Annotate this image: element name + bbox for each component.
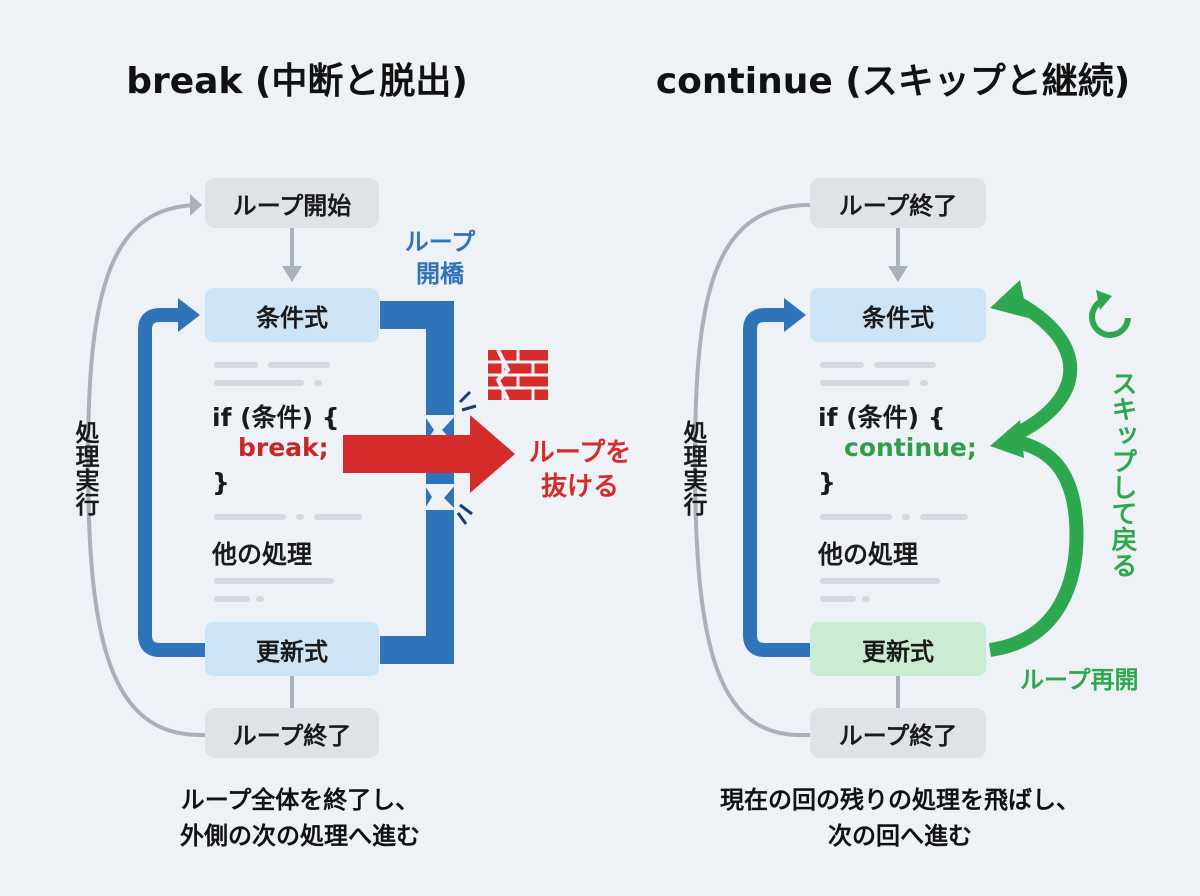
brick-wall-icon bbox=[488, 349, 548, 401]
right-code-if: if (条件) { bbox=[818, 403, 946, 432]
left-bridge-label: ループ 開橋 bbox=[404, 228, 476, 288]
left-loop-end: ループ終了 bbox=[205, 708, 379, 758]
right-side-label: 処理実行 bbox=[679, 420, 707, 516]
left-exit-label: ループを 抜ける bbox=[528, 438, 632, 502]
right-condition-box: 条件式 bbox=[810, 288, 986, 342]
left-condition-box: 条件式 bbox=[205, 288, 379, 342]
right-skip-arrow-lower bbox=[988, 435, 1084, 657]
left-code-close: } bbox=[212, 468, 230, 497]
right-resume-label: ループ再開 bbox=[1020, 666, 1139, 694]
left-inner-loop-arrow bbox=[138, 308, 205, 657]
right-code-continue: continue; bbox=[844, 433, 977, 462]
left-outer-loop-arrowhead bbox=[190, 194, 202, 216]
left-side-label: 処理実行 bbox=[71, 420, 99, 516]
right-caption: 現在の回の残りの処理を飛ばし、 次の回へ進む bbox=[720, 782, 1080, 854]
left-outer-loop-arrow bbox=[85, 203, 290, 737]
right-update-box: 更新式 bbox=[810, 622, 986, 676]
right-loop-end: ループ終了 bbox=[810, 708, 986, 758]
left-title: break (中断と脱出) bbox=[126, 61, 468, 102]
right-inner-loop-arrow bbox=[743, 308, 810, 657]
left-code-break: break; bbox=[238, 433, 329, 462]
right-caption-line2: 次の回へ進む bbox=[828, 822, 972, 850]
right-caption-line1: 現在の回の残りの処理を飛ばし、 bbox=[720, 786, 1080, 814]
left-loop-start: ループ開始 bbox=[205, 178, 379, 228]
left-exit-arrow bbox=[343, 415, 515, 493]
left-other-process: 他の処理 bbox=[212, 540, 313, 569]
left-code-if: if (条件) { bbox=[212, 403, 340, 432]
left-update-box: 更新式 bbox=[205, 622, 379, 676]
left-loop-boundary bbox=[380, 301, 454, 664]
right-code-close: } bbox=[818, 468, 836, 497]
right-skip-arrow-upper bbox=[1007, 293, 1078, 444]
right-skip-label: スキップして戻る bbox=[1107, 370, 1137, 578]
right-other-process: 他の処理 bbox=[818, 540, 919, 569]
refresh-icon bbox=[1089, 290, 1131, 338]
left-caption-line2: 外側の次の処理へ進む bbox=[180, 822, 420, 850]
right-title: continue (スキップと継続) bbox=[655, 61, 1131, 102]
left-caption-line1: ループ全体を終了し、 bbox=[180, 786, 420, 814]
right-outer-loop-arrow bbox=[692, 203, 900, 737]
right-loop-top: ループ終了 bbox=[810, 178, 986, 228]
left-caption: ループ全体を終了し、 外側の次の処理へ進む bbox=[180, 782, 420, 854]
